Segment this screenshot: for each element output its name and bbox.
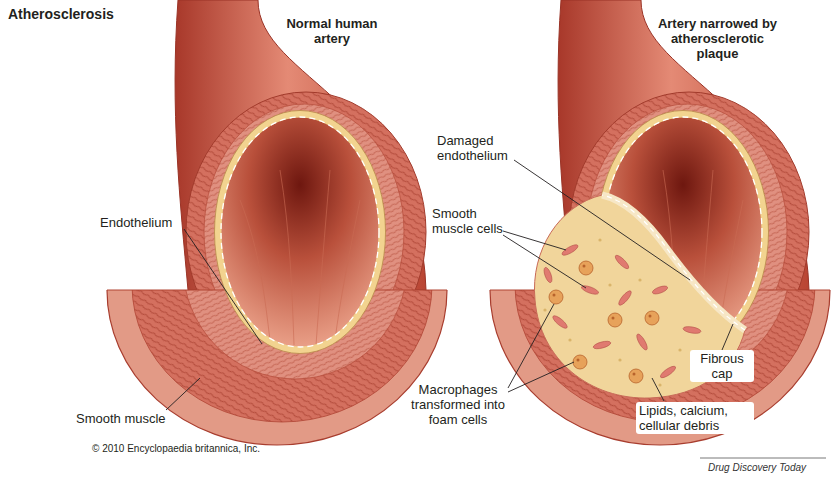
diagram-title: Atherosclerosis xyxy=(8,6,114,22)
part-label: Smooth muscle xyxy=(76,411,166,426)
panel-heading: Normal human artery xyxy=(282,16,382,46)
part-label: Smooth muscle cells xyxy=(432,206,517,236)
part-label: Damaged endothelium xyxy=(437,133,519,163)
part-label: Lipids, calcium, cellular debris xyxy=(636,402,754,434)
part-label: Fibrous cap xyxy=(690,350,754,382)
source-credit: Drug Discovery Today xyxy=(708,462,806,474)
part-label: Endothelium xyxy=(100,215,172,230)
part-label: Macrophages transformed into foam cells xyxy=(408,382,508,427)
copyright-note: © 2010 Encyclopaedia britannica, Inc. xyxy=(92,443,260,455)
panel-heading: Artery narrowed by atherosclerotic plaqu… xyxy=(650,16,785,61)
